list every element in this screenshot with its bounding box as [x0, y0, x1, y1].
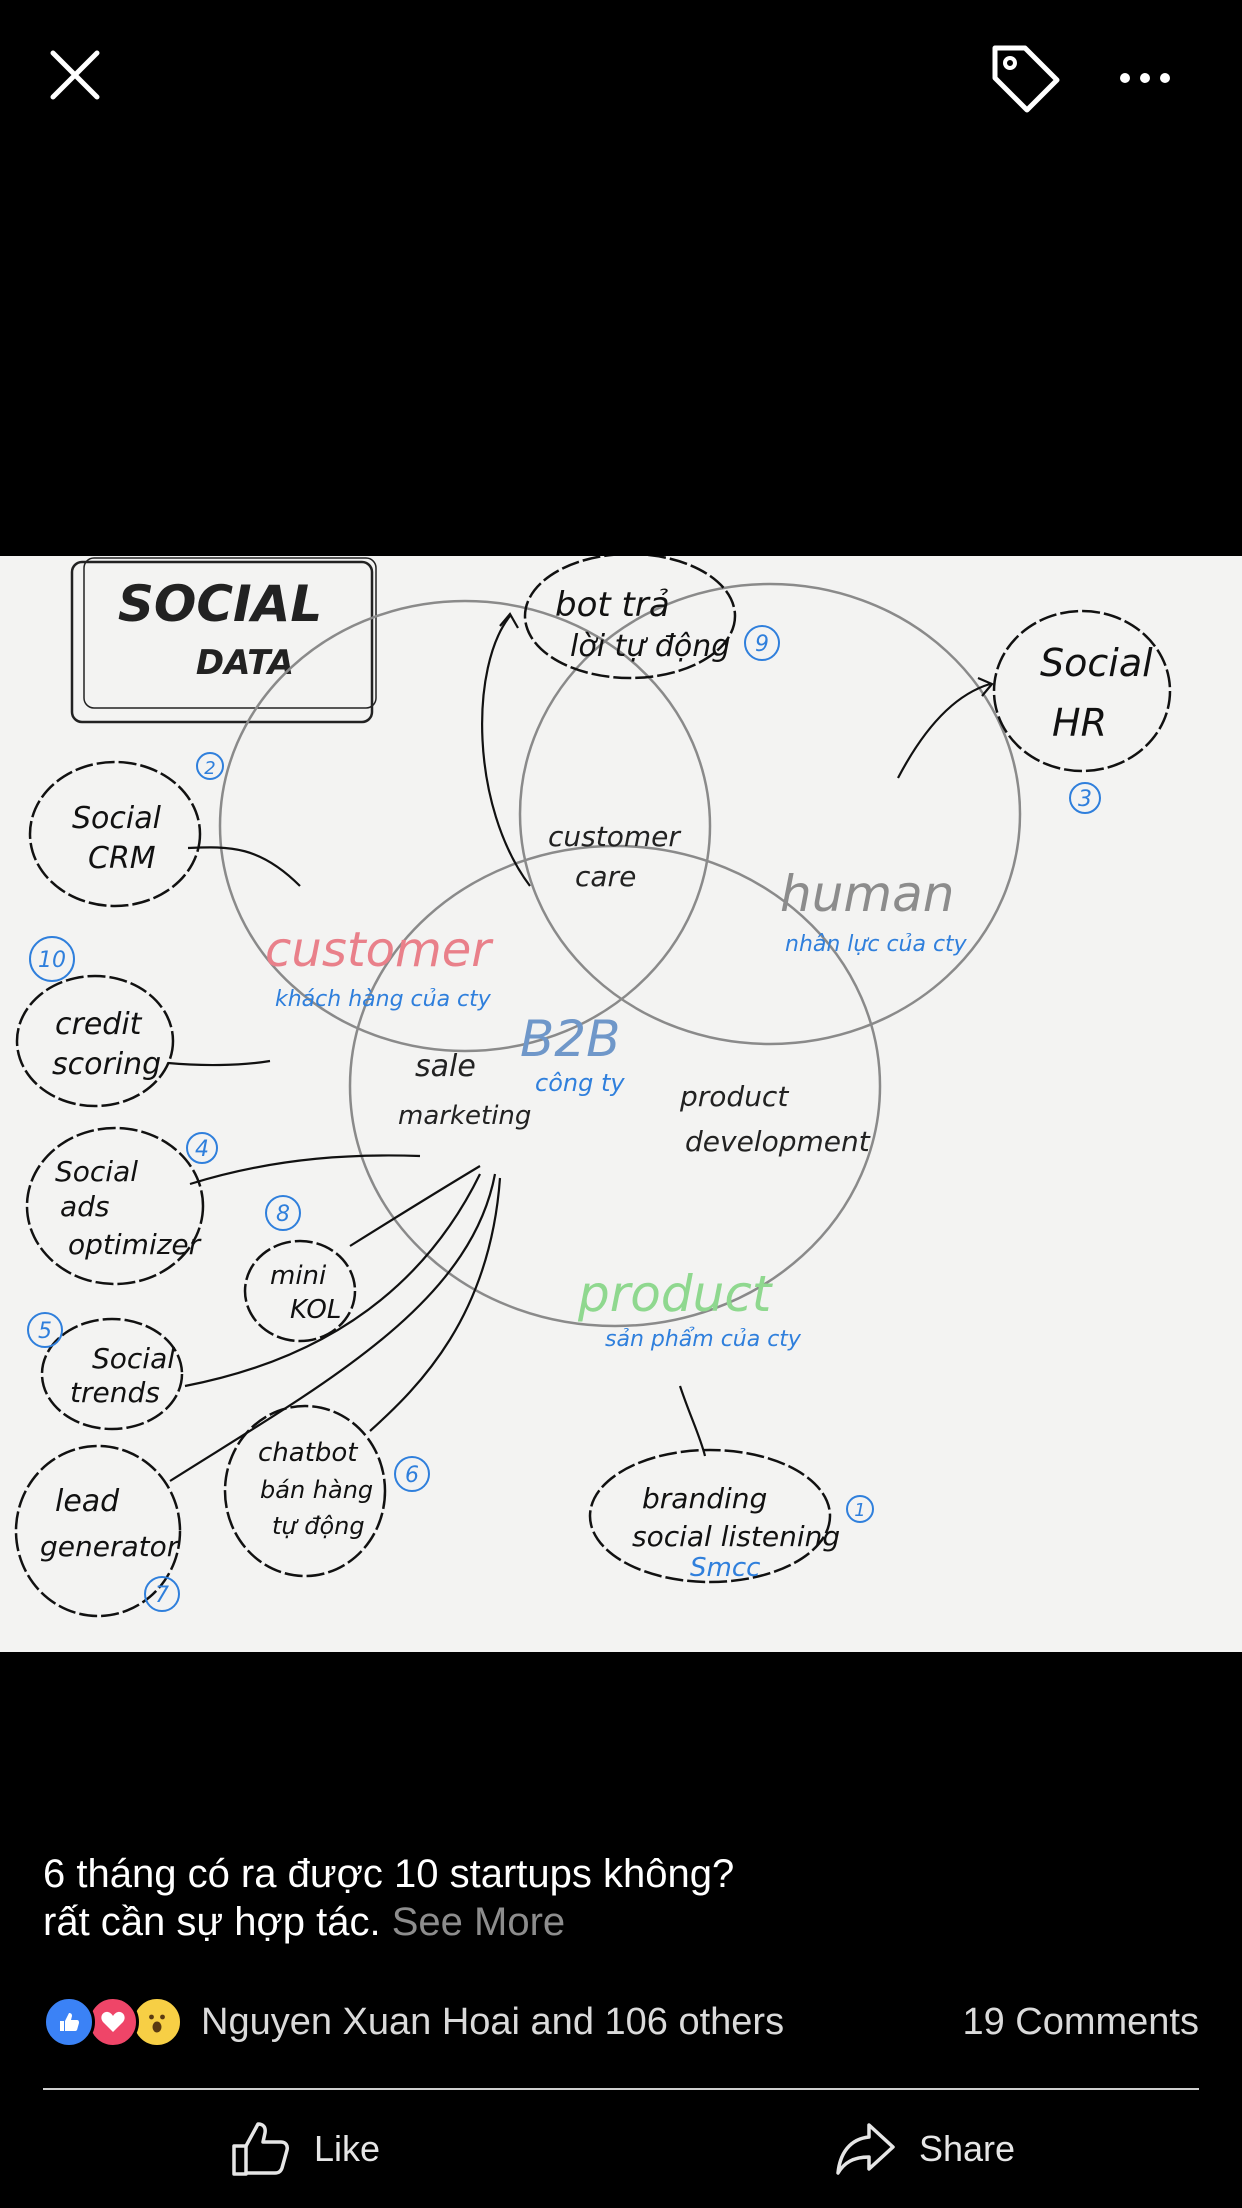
center-label: B2B [520, 1010, 620, 1068]
reaction-names[interactable]: Nguyen Xuan Hoai and 106 others [201, 2000, 785, 2043]
cloud-text: tự động [272, 1512, 365, 1540]
cloud-text: bot trả [555, 585, 670, 625]
human-sub: nhân lực của cty [785, 932, 968, 957]
overlap-label: development [685, 1125, 871, 1158]
marker-number: 7 [155, 1583, 169, 1608]
cloud-text: credit [55, 1007, 143, 1042]
overlap-label: customer [548, 820, 681, 853]
marker-number: 8 [276, 1202, 290, 1227]
cloud-text: HR [1052, 701, 1107, 745]
cloud-text: Social [72, 801, 162, 836]
cloud-text: Social [55, 1155, 138, 1188]
caption-line1: 6 tháng có ra được 10 startups không? [43, 1852, 735, 1896]
post-caption: 6 tháng có ra được 10 startups không? rấ… [43, 1850, 1203, 1946]
title-box [70, 560, 374, 724]
center-sub: công ty [535, 1069, 625, 1097]
like-button[interactable]: Like [230, 2112, 380, 2186]
marker-number: 5 [38, 1319, 52, 1344]
love-reaction-icon [87, 1996, 139, 2048]
cloud-chatbot [223, 1404, 387, 1578]
cloud-kol [243, 1239, 357, 1343]
overlap-label: sale [415, 1049, 476, 1084]
cloud-ads [25, 1126, 205, 1286]
customer-label: customer [265, 922, 494, 978]
cloud-text: lead [55, 1484, 120, 1519]
cloud-text: bán hàng [260, 1476, 373, 1504]
thumbs-up-icon [232, 2122, 289, 2176]
marker-number: 3 [1078, 787, 1092, 812]
marker-number: 4 [195, 1137, 209, 1162]
customer-sub: khách hàng của cty [275, 987, 492, 1012]
post-photo[interactable]: SOCIAL DATA customer khách hàng của cty … [0, 556, 1242, 1652]
marker-number: 9 [755, 632, 769, 657]
tag-icon[interactable] [975, 28, 1075, 128]
cloud-text: ads [60, 1190, 110, 1223]
marker-number: 2 [204, 758, 215, 779]
cloud-text: lời tự động [570, 629, 730, 664]
cloud-text: KOL [290, 1295, 341, 1325]
marker-number: 6 [405, 1463, 419, 1488]
like-reaction-icon [43, 1996, 95, 2048]
overlap-label: product [679, 1080, 789, 1113]
cloud-branding [588, 1448, 832, 1584]
comments-count[interactable]: 19 Comments [962, 2000, 1199, 2043]
customer-circle [218, 599, 712, 1053]
overlap-label: care [575, 860, 636, 893]
human-label: human [780, 865, 954, 923]
title-line2: DATA [196, 643, 294, 683]
title-line1: SOCIAL [118, 575, 322, 633]
cloud-text: Social [92, 1342, 175, 1375]
share-label: Share [919, 2128, 1016, 2169]
cloud-lead [14, 1444, 182, 1618]
share-button[interactable]: Share [835, 2112, 1015, 2186]
marker-number: 10 [38, 948, 66, 973]
human-circle [518, 582, 1022, 1046]
cloud-text: optimizer [68, 1228, 202, 1261]
caption-line2: rất cần sự hợp tác. [43, 1900, 381, 1944]
cloud-text: CRM [88, 841, 156, 876]
cloud-bot [523, 556, 737, 680]
divider [43, 2088, 1199, 2090]
more-horizontal-icon[interactable] [1095, 28, 1195, 128]
cloud-text: social listening [632, 1520, 840, 1553]
cloud-text: trends [70, 1376, 160, 1409]
cloud-text: Smcc [690, 1553, 760, 1583]
cloud-social-hr [992, 609, 1172, 773]
cloud-text: branding [642, 1482, 767, 1515]
cloud-text: generator [40, 1530, 180, 1563]
share-arrow-icon [836, 2123, 895, 2175]
like-label: Like [314, 2128, 381, 2169]
close-icon[interactable] [30, 30, 120, 120]
cloud-text: scoring [52, 1047, 161, 1082]
connector-arrows [167, 612, 994, 1482]
cloud-text: chatbot [258, 1438, 358, 1468]
product-sub: sản phẩm của cty [605, 1327, 802, 1352]
cloud-social-crm [28, 760, 202, 908]
cloud-trends [40, 1317, 184, 1431]
cloud-text: mini [270, 1261, 327, 1291]
cloud-text: Social [1040, 641, 1153, 685]
cloud-credit [15, 974, 175, 1108]
see-more-link[interactable]: See More [391, 1900, 566, 1944]
reactions-row[interactable]: Nguyen Xuan Hoai and 106 others 19 Comme… [43, 1994, 1199, 2050]
overlap-label: marketing [398, 1101, 531, 1131]
product-label: product [577, 1265, 774, 1323]
marker-number: 1 [854, 1500, 865, 1521]
top-bar [0, 0, 1242, 150]
product-circle [348, 844, 882, 1328]
